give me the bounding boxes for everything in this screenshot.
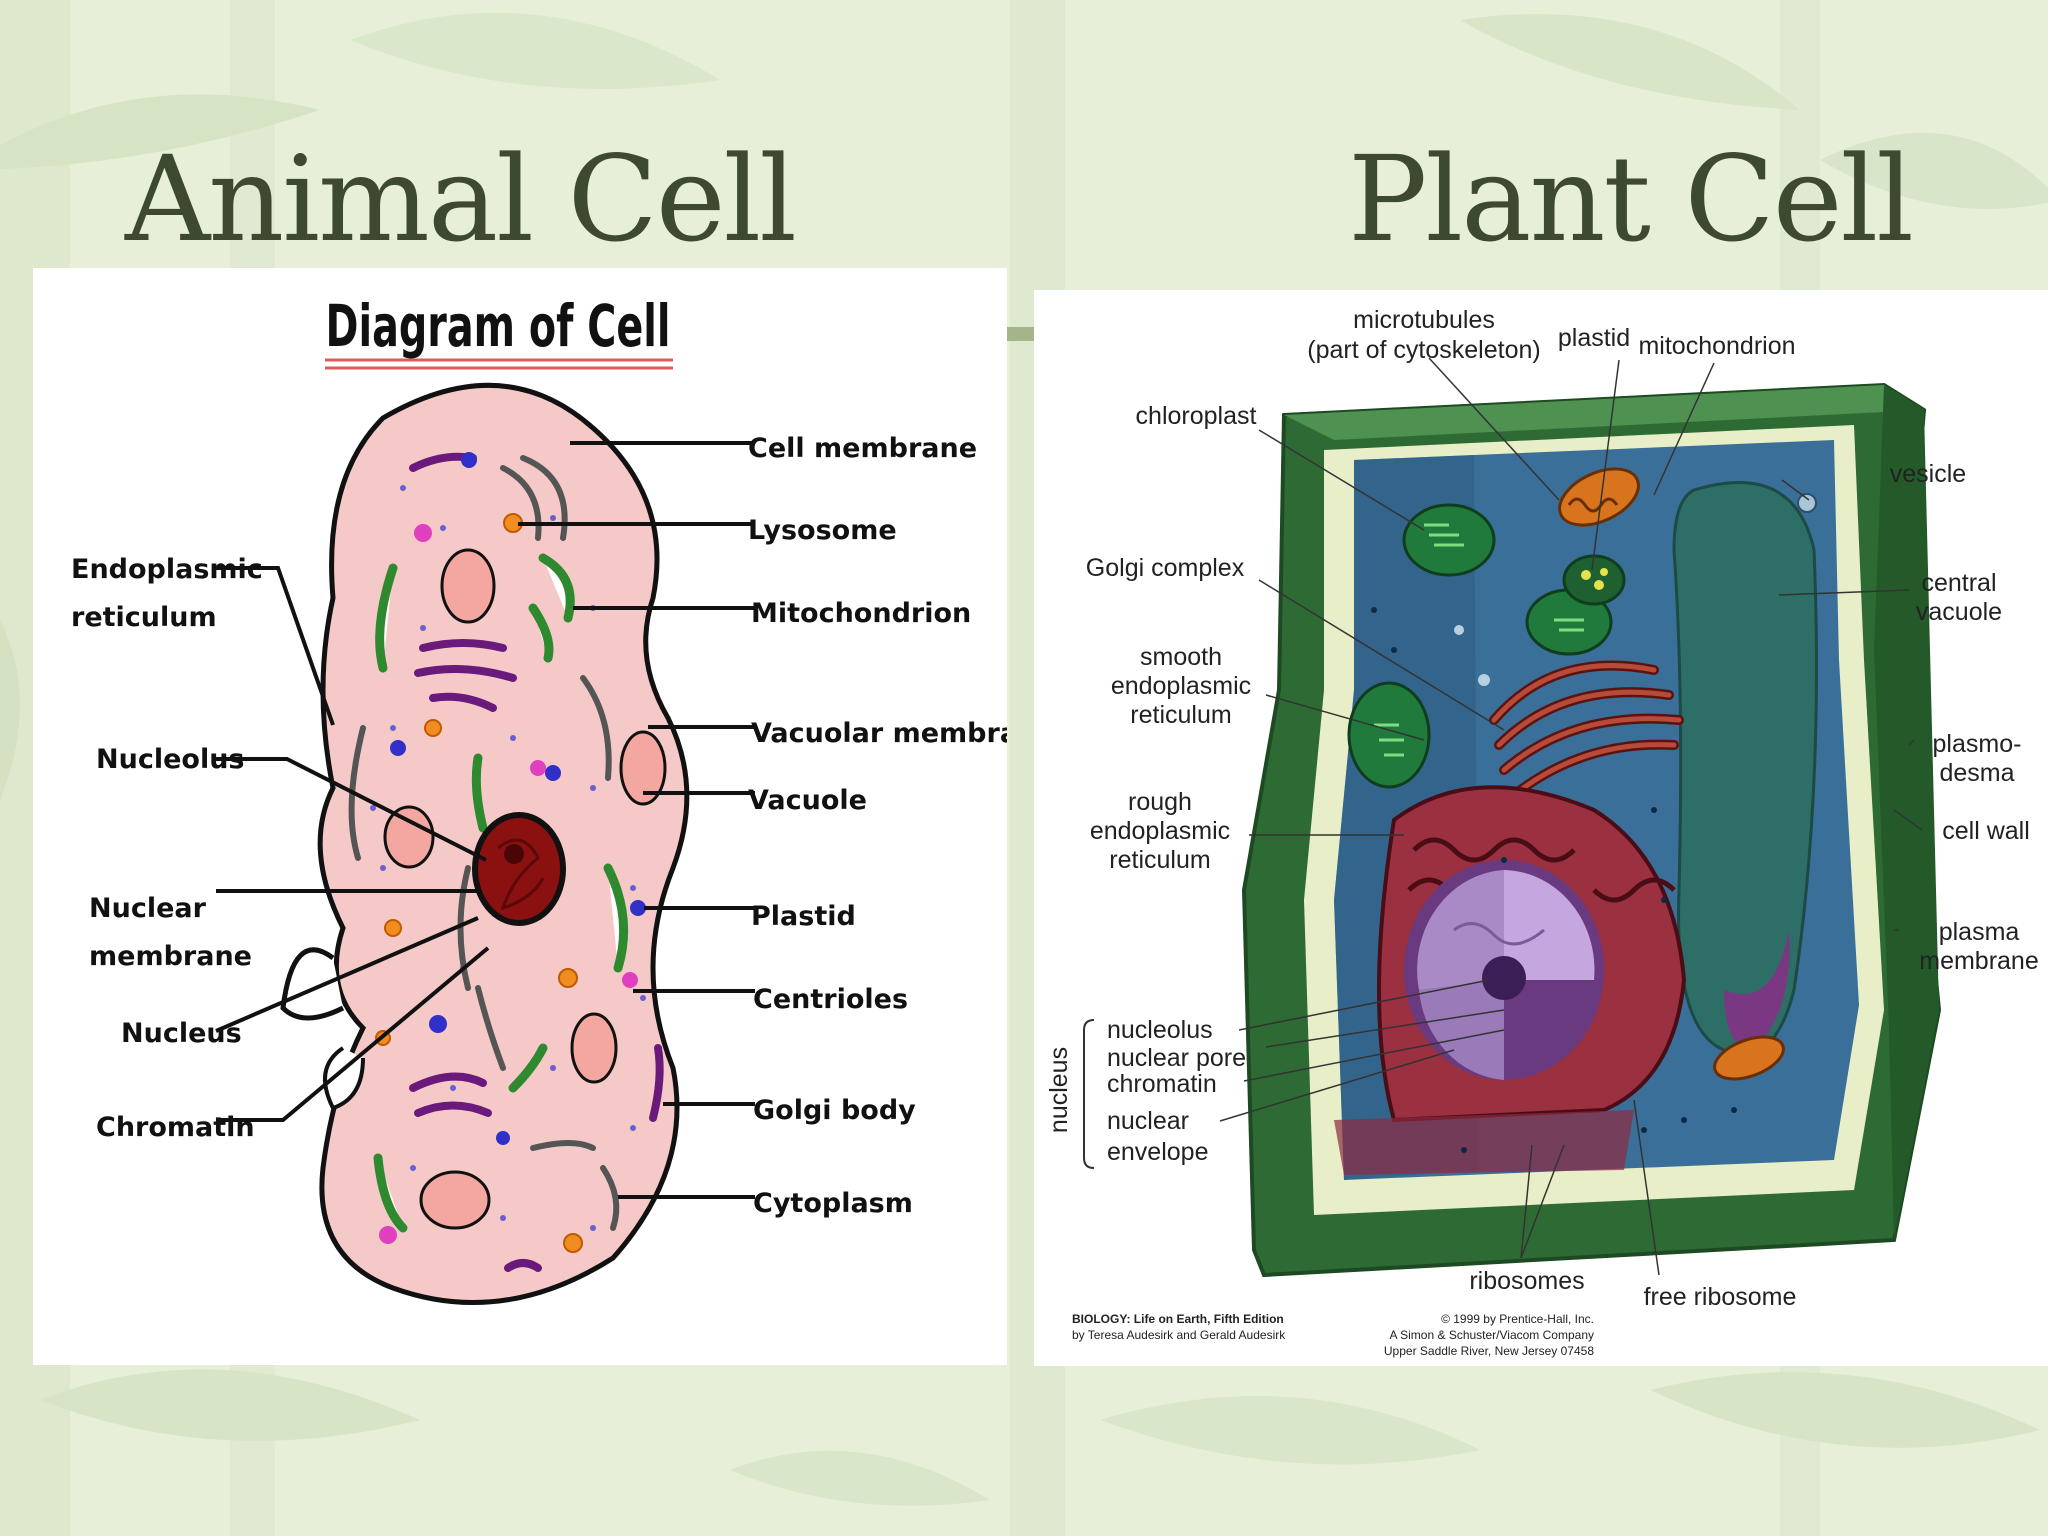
label-chromatin: Chromatin (96, 1112, 255, 1143)
credit-book-1: BIOLOGY: Life on Earth, Fifth Edition (1072, 1312, 1284, 1326)
label-plasma-membrane-2: membrane (1919, 947, 2039, 975)
title-plant-cell: Plant Cell (1348, 130, 1914, 268)
label-ribosomes: ribosomes (1469, 1267, 1584, 1295)
label-plasmodesma-1: plasmo- (1933, 730, 2022, 758)
plant-leader-lines (1219, 357, 1923, 1276)
label-central-vacuole-2: vacuole (1916, 598, 2002, 626)
label-free-ribosome: free ribosome (1644, 1283, 1797, 1311)
label-smooth-er-2: endoplasmic (1111, 672, 1251, 700)
label-nuclear-membrane-1: Nuclear (89, 893, 207, 924)
label-central-vacuole-1: central (1921, 569, 1996, 597)
nucleus-bracket (1083, 1019, 1095, 1169)
label-nucleus: Nucleus (121, 1018, 242, 1049)
label-golgi-complex: Golgi complex (1086, 554, 1245, 582)
label-mitochondrion: mitochondrion (1638, 332, 1795, 360)
title-animal-cell: Animal Cell (125, 130, 797, 268)
endoplasmic-reticulum (348, 455, 620, 1231)
animal-cell-diagram: Diagram of Cell (33, 268, 1007, 1365)
diagram-heading: Diagram of Cell (326, 292, 671, 360)
label-rough-er-3: reticulum (1109, 846, 1210, 874)
label-nuclear-envelope-1: nuclear (1107, 1107, 1189, 1135)
label-rough-er-1: rough (1128, 788, 1192, 816)
label-cell-wall: cell wall (1942, 817, 2030, 845)
golgi-bodies (409, 452, 664, 1272)
label-smooth-er-1: smooth (1140, 643, 1222, 671)
centrioles (379, 524, 638, 1244)
ribosome-dots (1371, 607, 1737, 1153)
label-plasma-membrane-1: plasma (1939, 918, 2020, 946)
label-nuclear-membrane-2: membrane (89, 941, 252, 972)
label-cytoplasm: Cytoplasm (753, 1188, 913, 1219)
central-vacuole (1672, 481, 1818, 1056)
label-nucleolus: nucleolus (1107, 1016, 1213, 1044)
label-centrioles: Centrioles (753, 984, 908, 1015)
label-nuclear-envelope-2: envelope (1107, 1138, 1208, 1166)
plant-plastid (1562, 554, 1626, 606)
label-smooth-er-3: reticulum (1130, 701, 1231, 729)
label-nucleolus: Nucleolus (96, 744, 245, 775)
label-nucleus-group: nucleus (1045, 1047, 1073, 1133)
plastids (390, 452, 646, 1145)
label-microtubules-1: microtubules (1353, 306, 1495, 334)
label-endoplasmic-reticulum-2: reticulum (71, 602, 217, 633)
label-rough-er-2: endoplasmic (1090, 817, 1230, 845)
plant-cell-diagram: microtubules (part of cytoskeleton) plas… (1034, 290, 2048, 1366)
label-cell-membrane: Cell membrane (748, 433, 977, 464)
credit-publisher-2: A Simon & Schuster/Viacom Company (1389, 1328, 1594, 1342)
label-mitochondrion: Mitochondrion (751, 598, 971, 629)
credit-book-2: by Teresa Audesirk and Gerald Audesirk (1072, 1328, 1286, 1342)
mitochondria (373, 553, 629, 1233)
label-golgi-body: Golgi body (753, 1095, 916, 1126)
plant-mitochondria (1558, 467, 1785, 1081)
label-endoplasmic-reticulum-1: Endoplasmic (71, 554, 263, 585)
label-chloroplast: chloroplast (1136, 402, 1257, 430)
label-plasmodesma-2: desma (1939, 759, 2014, 787)
animal-nucleus (472, 812, 566, 926)
vesicle (1797, 493, 1817, 513)
label-chromatin: chromatin (1107, 1070, 1217, 1098)
label-nuclear-pore: nuclear pore (1107, 1044, 1246, 1072)
label-vacuolar-membrane: Vacuolar membrane (751, 718, 1007, 749)
label-vesicle: vesicle (1890, 460, 1966, 488)
credit-publisher-1: © 1999 by Prentice-Hall, Inc. (1441, 1312, 1594, 1326)
label-plastid: Plastid (751, 901, 856, 932)
label-plastid: plastid (1558, 324, 1630, 352)
credit-publisher-3: Upper Saddle River, New Jersey 07458 (1384, 1344, 1594, 1358)
vacuoles (383, 548, 667, 1230)
label-vacuole: Vacuole (748, 785, 867, 816)
accent-bar (1007, 327, 1034, 341)
animal-leader-lines (215, 441, 755, 1199)
label-lysosome: Lysosome (748, 515, 897, 546)
label-microtubules-2: (part of cytoskeleton) (1307, 336, 1540, 364)
plant-nucleus (1404, 860, 1604, 1080)
